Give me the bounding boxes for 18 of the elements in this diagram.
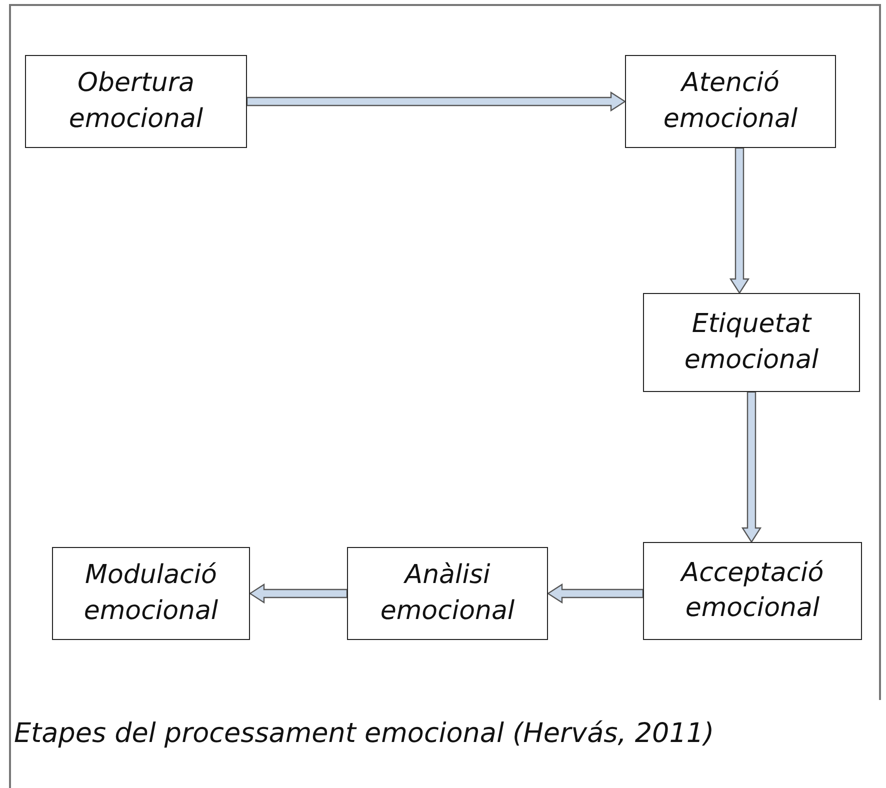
block-arrow (546, 583, 644, 604)
process-box (25, 55, 247, 148)
block-arrow (741, 391, 762, 544)
box-label: Atenció emocional (662, 67, 799, 136)
block-arrow (246, 91, 626, 112)
block-arrow (729, 147, 750, 294)
block-arrow (248, 583, 348, 604)
process-box (625, 55, 836, 148)
box-label: Modulació emocional (82, 559, 220, 628)
caption: Etapes del processament emocional (Hervás, 2011) (14, 718, 716, 749)
box-label: Etiquetat emocional (683, 308, 820, 376)
box-label: Anàlisi emocional (379, 559, 516, 628)
process-box (643, 293, 860, 392)
process-box (643, 542, 862, 640)
box-label: Acceptació emocional (679, 556, 825, 625)
process-box (347, 547, 548, 640)
process-box (52, 547, 250, 640)
box-label: Obertura emocional (68, 67, 204, 136)
